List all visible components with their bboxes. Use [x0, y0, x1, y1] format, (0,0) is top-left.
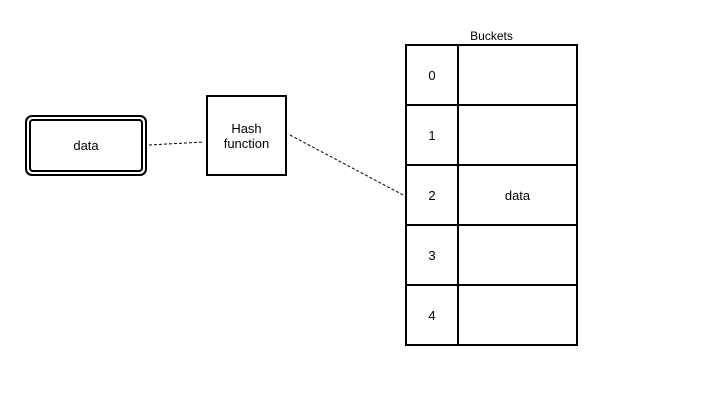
bucket-index-4: 4: [407, 286, 459, 344]
data-input-box: data: [25, 115, 147, 176]
bucket-row-0: 0: [407, 46, 576, 106]
bucket-index-1: 1: [407, 106, 459, 164]
data-input-label: data: [29, 119, 143, 172]
bucket-value-4: [459, 286, 576, 344]
connector-hash-to-bucket: [289, 134, 406, 197]
hash-function-line1: Hash: [231, 120, 262, 136]
hash-function-label: Hash function: [224, 121, 270, 151]
bucket-value-0: [459, 46, 576, 104]
bucket-row-4: 4: [407, 286, 576, 344]
hash-function-line2: function: [223, 135, 270, 151]
bucket-row-2: 2 data: [407, 166, 576, 226]
connector-data-to-hash: [148, 141, 205, 146]
buckets-title: Buckets: [470, 29, 513, 43]
bucket-row-3: 3: [407, 226, 576, 286]
bucket-row-1: 1: [407, 106, 576, 166]
bucket-index-3: 3: [407, 226, 459, 284]
bucket-index-0: 0: [407, 46, 459, 104]
bucket-value-3: [459, 226, 576, 284]
bucket-value-2: data: [504, 187, 531, 203]
buckets-table: 0 1 2 data 3 4: [405, 44, 578, 346]
bucket-index-2: 2: [407, 166, 459, 224]
bucket-value-1: [459, 106, 576, 164]
hash-function-box: Hash function: [206, 95, 287, 176]
